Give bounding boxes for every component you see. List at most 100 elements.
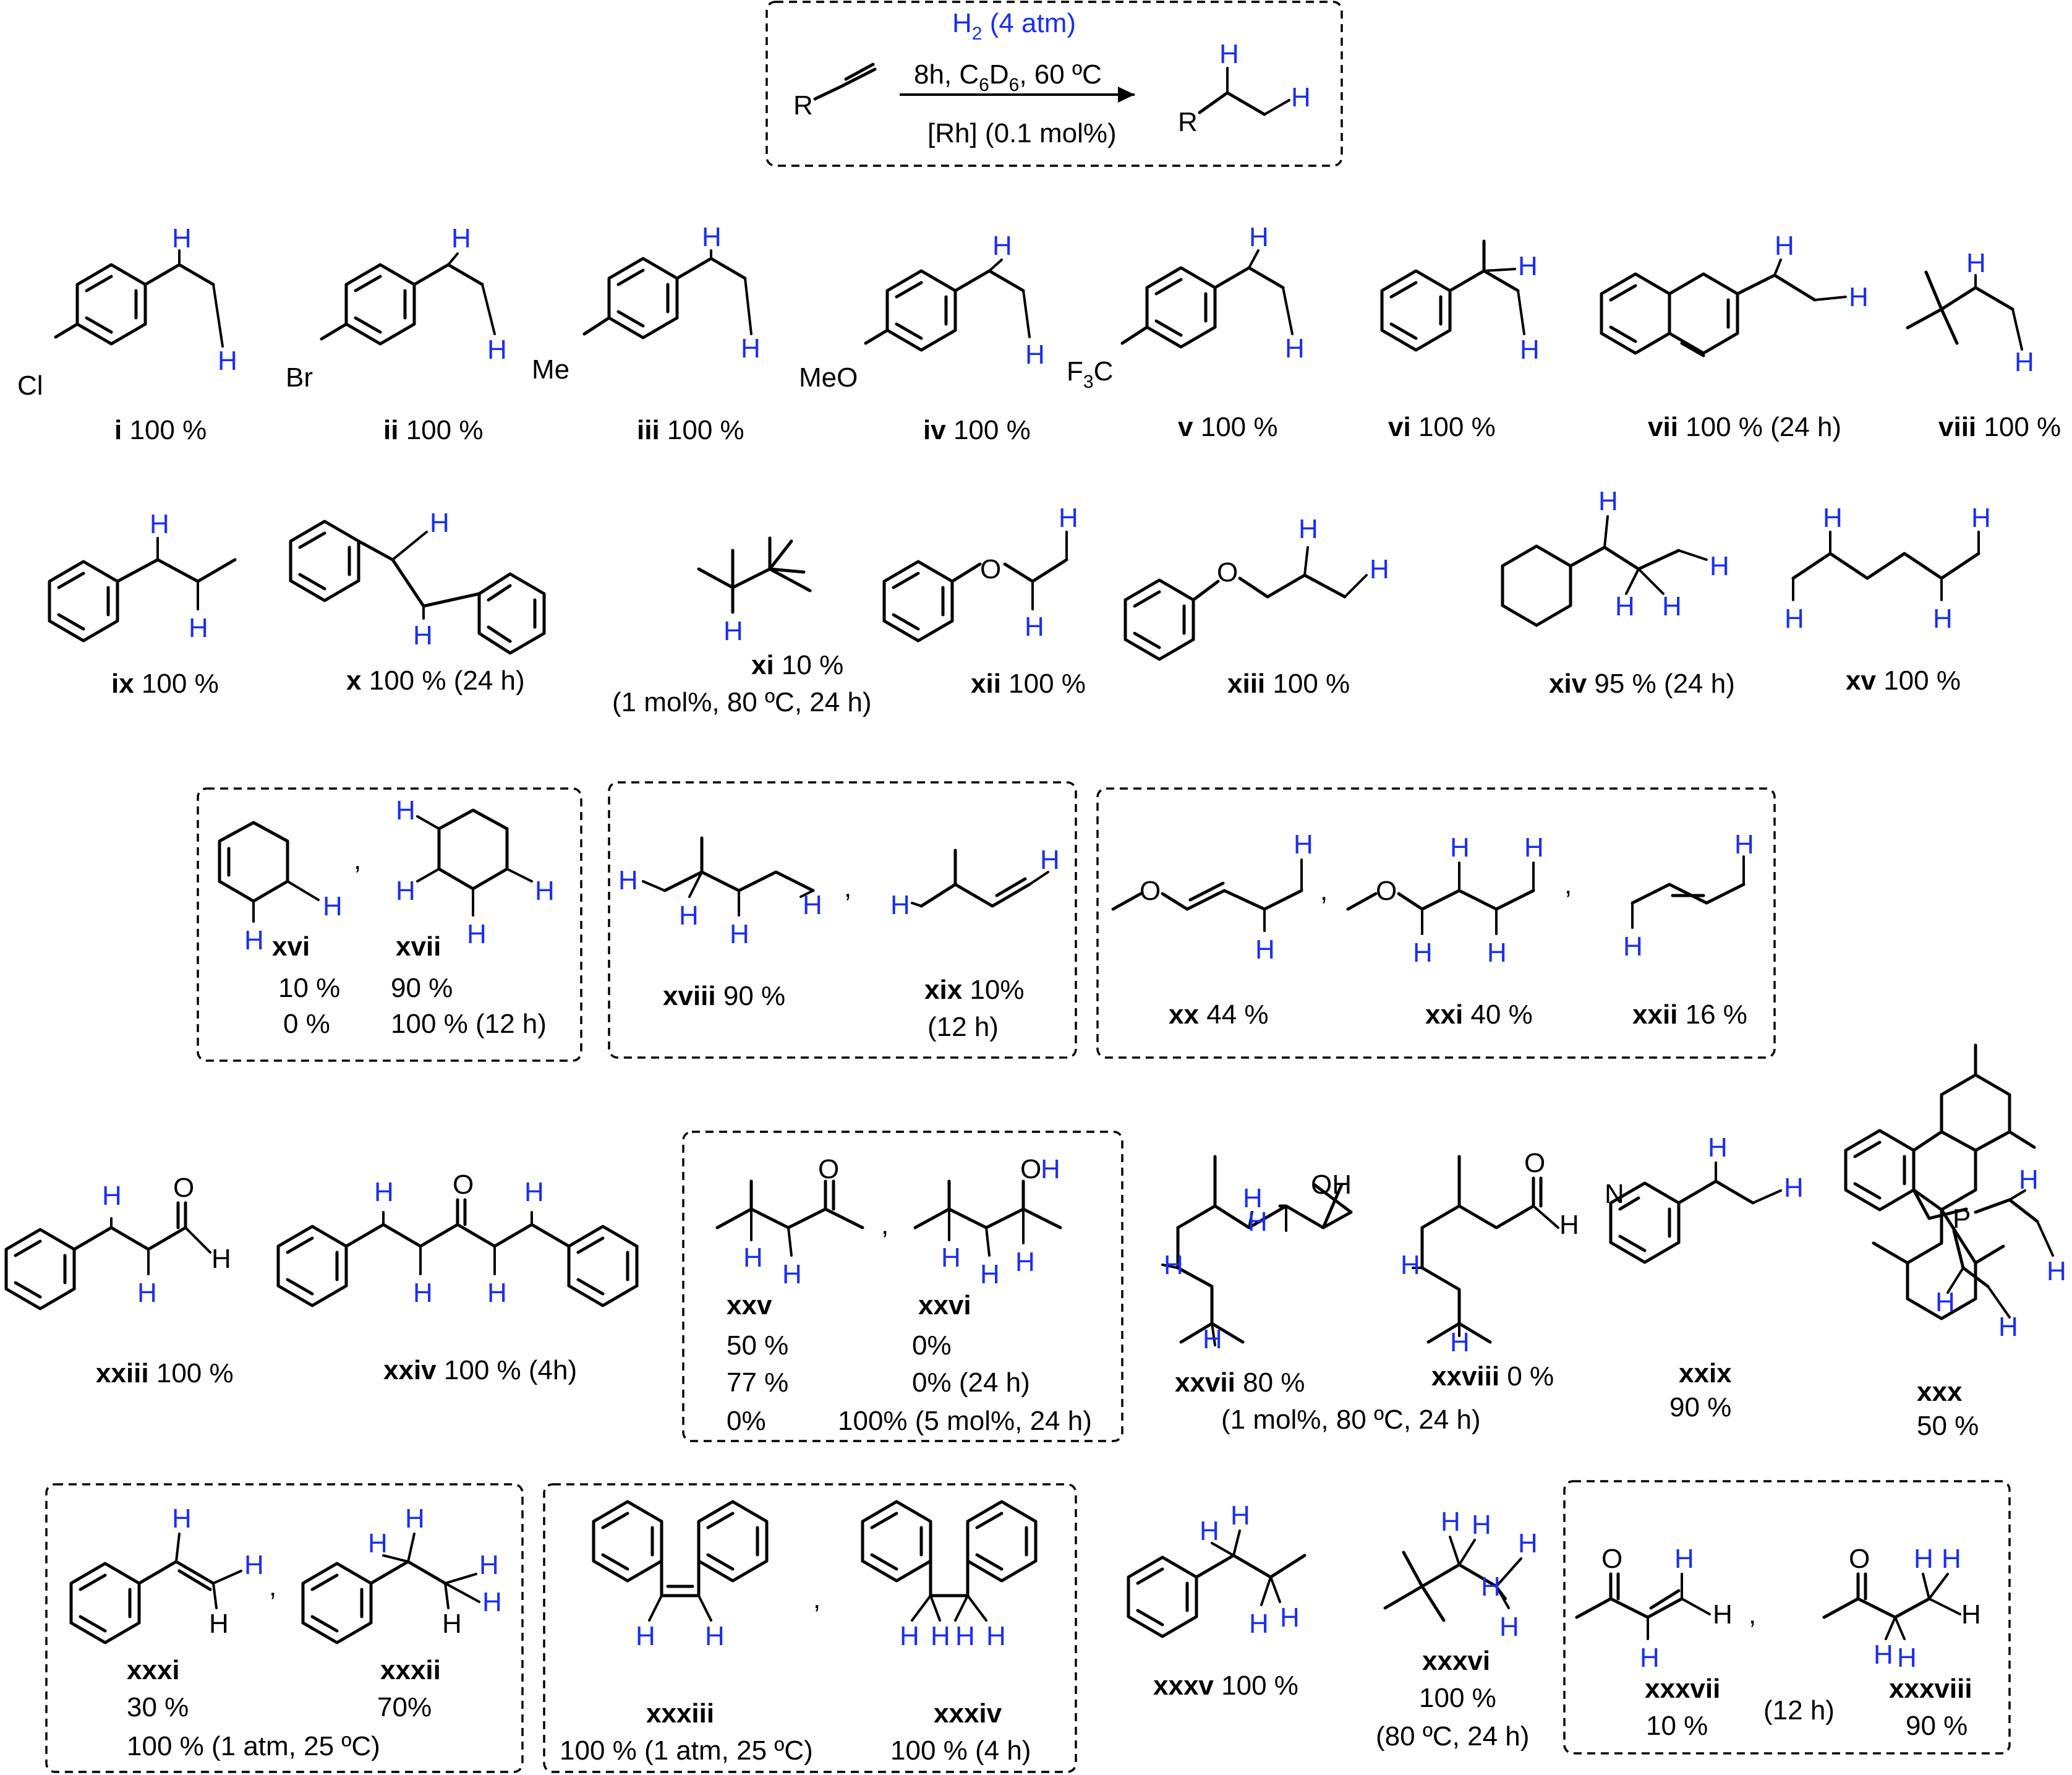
svg-text:xii 100 %: xii 100 % [971, 669, 1086, 699]
svg-text:H: H [524, 1177, 544, 1207]
svg-text:H: H [1285, 333, 1305, 364]
compound-xiv: H H H H xiv 95 % (24 h) [1501, 486, 1735, 699]
svg-text:F3C: F3C [1067, 356, 1113, 392]
svg-text:(1 mol%, 80 ºC, 24 h): (1 mol%, 80 ºC, 24 h) [612, 687, 872, 717]
svg-text:xxxi: xxxi [127, 1655, 180, 1685]
svg-text:100 %: 100 % [1419, 1683, 1496, 1713]
svg-text:H: H [487, 1278, 507, 1308]
svg-text:H: H [1640, 1643, 1660, 1673]
svg-text:H: H [1914, 1544, 1933, 1574]
svg-text:H: H [1897, 1643, 1917, 1673]
svg-text:O: O [1524, 1148, 1545, 1178]
svg-text:vi 100 %: vi 100 % [1388, 412, 1496, 442]
svg-text:100% (5 mol%, 24 h): 100% (5 mol%, 24 h) [838, 1406, 1092, 1436]
reagent-label: H2 (4 atm) [952, 8, 1076, 44]
svg-text:,: , [813, 1584, 821, 1614]
svg-text:H: H [900, 1621, 919, 1651]
compound-xxi: O H H H H xxi 40 % [1346, 832, 1544, 1030]
svg-text:,: , [354, 845, 361, 875]
svg-text:H: H [1784, 604, 1804, 634]
svg-text:O: O [1849, 1544, 1870, 1574]
svg-text:xxiv 100 % (4h): xxiv 100 % (4h) [383, 1355, 577, 1385]
svg-text:H: H [986, 1621, 1006, 1651]
box-xxv-xxvi [682, 1131, 1123, 1442]
svg-text:0% (24 h): 0% (24 h) [912, 1367, 1030, 1398]
svg-text:H: H [1775, 231, 1794, 261]
svg-text:H: H [702, 222, 722, 252]
svg-text:ii 100 %: ii 100 % [383, 415, 483, 445]
svg-text:H: H [1255, 935, 1275, 965]
svg-text:,: , [881, 1210, 889, 1240]
svg-text:H: H [1298, 514, 1318, 544]
svg-text:H: H [1243, 1183, 1263, 1213]
svg-text:H: H [1401, 1250, 1420, 1280]
product-h2: H [1291, 82, 1311, 113]
svg-text:(12 h): (12 h) [927, 1012, 999, 1042]
svg-text:H: H [2019, 1165, 2039, 1195]
compound-iv: H H MeO iv 100 % [799, 231, 1045, 445]
svg-text:H: H [535, 876, 555, 906]
svg-text:H: H [1823, 503, 1843, 533]
svg-text:v 100 %: v 100 % [1178, 412, 1277, 442]
svg-text:xi 10 %: xi 10 % [751, 650, 843, 680]
svg-text:vii 100 % (24 h): vii 100 % (24 h) [1648, 412, 1841, 442]
svg-text:xxii 16 %: xxii 16 % [1632, 999, 1747, 1030]
product-r: R [1178, 107, 1198, 137]
svg-text:xiv 95 % (24 h): xiv 95 % (24 h) [1549, 669, 1735, 699]
svg-text:H: H [1713, 1599, 1733, 1630]
svg-text:100 % (1 atm, 25 ºC): 100 % (1 atm, 25 ºC) [127, 1731, 380, 1761]
svg-text:H: H [1230, 1500, 1250, 1531]
svg-text:xxxii: xxxii [380, 1655, 441, 1685]
svg-text:H: H [323, 891, 343, 922]
svg-text:H: H [209, 1609, 229, 1639]
svg-text:H: H [1041, 1154, 1060, 1184]
compound-xxxviii: O H H H H H xxxviii 90 % [1822, 1544, 1981, 1741]
svg-text:Cl: Cl [17, 370, 43, 401]
svg-text:H: H [705, 1621, 725, 1651]
svg-text:N: N [1605, 1179, 1624, 1209]
svg-text:xxi 40 %: xxi 40 % [1425, 999, 1533, 1030]
svg-text:H: H [1961, 1599, 1981, 1630]
svg-text:H: H [368, 1528, 388, 1559]
svg-text:,: , [1320, 876, 1328, 906]
svg-text:H: H [1164, 1250, 1183, 1280]
svg-text:H: H [2014, 347, 2034, 377]
svg-text:,: , [1749, 1599, 1756, 1630]
svg-text:100 % (1 atm, 25 ºC): 100 % (1 atm, 25 ºC) [560, 1735, 813, 1766]
compound-vi: H H vi 100 % [1380, 239, 1540, 442]
svg-text:0%: 0% [912, 1330, 952, 1361]
compound-xviii: H H H H xviii 90 % [618, 836, 822, 1011]
svg-text:H: H [679, 900, 699, 931]
svg-text:H: H [396, 876, 416, 906]
compound-xiii: O H H xiii 100 % [1123, 514, 1389, 699]
svg-text:H: H [741, 333, 761, 364]
svg-text:H: H [1413, 938, 1433, 968]
compound-xii: O H H xii 100 % [882, 503, 1086, 699]
svg-text:xx 44 %: xx 44 % [1169, 999, 1268, 1030]
compound-xxvi: O H H H H xxvi 0% 0% (24 h) 100% (5 mol%… [838, 1154, 1092, 1436]
svg-text:Br: Br [286, 362, 313, 393]
svg-text:H: H [890, 890, 910, 920]
svg-text:H: H [1472, 1510, 1491, 1540]
svg-text:H: H [1708, 1132, 1728, 1163]
svg-text:H: H [730, 919, 749, 949]
svg-text:H: H [442, 1609, 462, 1639]
compound-xxiv: O H H H H xxiv 100 % (4h) [276, 1170, 639, 1385]
svg-text:H: H [1935, 1287, 1955, 1317]
box-xx-xxii [1096, 787, 1776, 1059]
compound-ix: H H ix 100 % [48, 509, 237, 699]
svg-text:viii 100 %: viii 100 % [1938, 412, 2061, 442]
compound-xxxvii: O H H H xxxvii 10 % (12 h) [1575, 1544, 1835, 1741]
svg-text:xxxviii: xxxviii [1889, 1674, 1972, 1704]
svg-text:xxix: xxix [1679, 1358, 1732, 1388]
compound-xxx: P H H H H xxx 50 % [1844, 1043, 2066, 1441]
svg-text:H: H [1040, 845, 1060, 875]
svg-text:(1 mol%, 80 ºC, 24 h): (1 mol%, 80 ºC, 24 h) [1221, 1405, 1481, 1435]
svg-text:0%: 0% [727, 1406, 766, 1436]
svg-text:O: O [453, 1170, 474, 1200]
compound-xxxi: H H H xxxi 30 % 100 % (1 atm, 25 ºC) [69, 1503, 380, 1761]
svg-text:xvii: xvii [396, 931, 441, 962]
svg-text:O: O [1020, 1154, 1041, 1184]
svg-text:H: H [244, 1550, 264, 1580]
